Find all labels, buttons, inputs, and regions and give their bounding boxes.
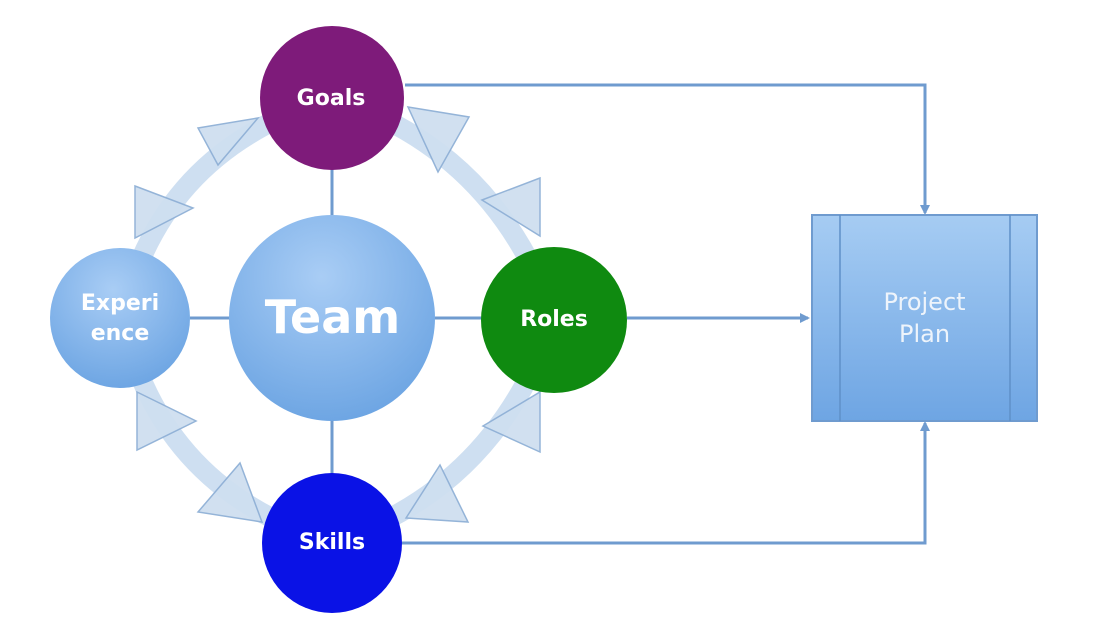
plan-connectors [402,83,930,545]
skills-node [262,473,402,613]
arrow-goals-to-plan [405,83,930,215]
cycle-arrows [134,106,541,523]
project-plan-box [811,214,1038,422]
experience-node [50,248,190,388]
roles-node [481,247,627,393]
cycle-arrow-3 [406,106,471,174]
cycle-arrow-7 [481,390,541,454]
cycle-arrow-6 [196,461,264,523]
arrow-skills-to-plan [402,421,930,545]
cycle-arrow-5 [136,390,198,452]
team-node [229,215,435,421]
cycle-arrow-2 [134,184,195,240]
goals-node [260,26,404,170]
cycle-arrow-1 [196,116,260,167]
cycle-arrow-4 [480,176,541,238]
cycle-arrow-8 [404,463,470,523]
